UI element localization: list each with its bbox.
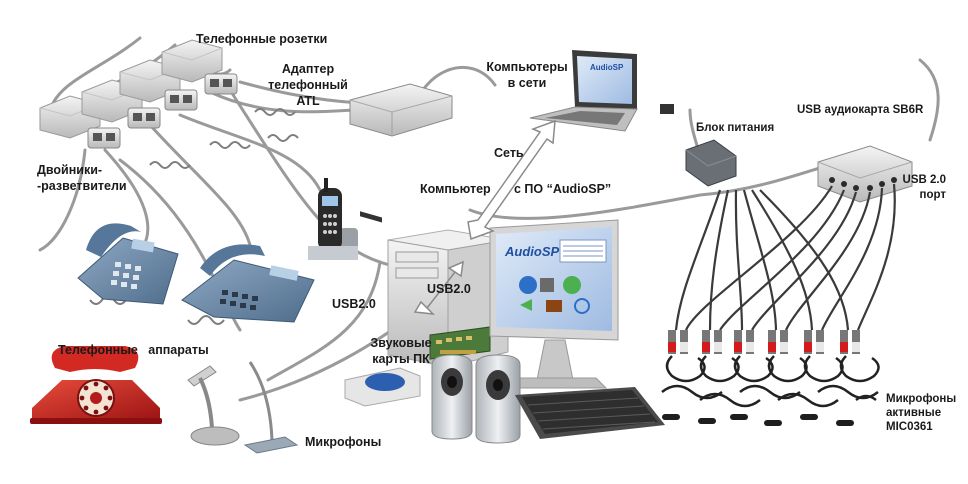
label-soundcards-line2: карты ПК — [372, 352, 430, 366]
double-arrow-icon — [467, 119, 556, 241]
splitter-icon — [87, 73, 238, 149]
label-active-mics-line1: Микрофоны — [886, 393, 957, 405]
label-computers-line2: в сети — [507, 76, 547, 90]
label-adapter-line2: телефонный — [268, 78, 348, 92]
laptop-icon: AudioSP — [529, 50, 638, 132]
monitor-icon: AudioSP — [489, 219, 619, 389]
label-computer-software: с ПО “AudioSP” — [514, 182, 612, 196]
active-microphone-icon — [662, 414, 854, 426]
label-usb-port-line2: порт — [919, 189, 946, 201]
speaker-icon — [475, 354, 521, 444]
cordless-phone-icon — [308, 178, 358, 260]
cord-coils — [89, 108, 299, 325]
label-usb-audio-card: USB аудиокарта SB6R — [797, 104, 924, 116]
rotary-phone-icon — [30, 346, 162, 424]
label-usb-port-line1: USB 2.0 — [902, 174, 946, 186]
label-network: Сеть — [494, 146, 524, 160]
label-microphones: Микрофоны — [305, 435, 382, 449]
double-arrow-icon — [413, 260, 464, 315]
label-telephone-sockets: Телефонные розетки — [196, 32, 328, 46]
rca-connector-icon — [668, 330, 860, 354]
microphone-icon — [187, 365, 240, 446]
power-supply-icon — [660, 104, 737, 187]
usb-audio-card-icon — [817, 145, 913, 203]
label-usb-left: USB2.0 — [332, 297, 376, 311]
svg-text:AudioSP: AudioSP — [590, 63, 624, 72]
label-active-mics-line2: активные — [886, 407, 942, 419]
label-soundcards-line1: Звуковые — [370, 336, 432, 350]
microphone-icon — [243, 361, 299, 454]
telephone-socket-icon — [39, 39, 223, 139]
label-computer: Компьютер — [420, 182, 491, 196]
mouse-icon — [344, 367, 421, 407]
keyboard-icon — [515, 387, 665, 439]
label-splitters-line2: -разветвители — [37, 179, 127, 193]
desk-phone-icon — [181, 244, 315, 323]
atl-adapter-icon — [349, 83, 453, 223]
label-usb-center: USB2.0 — [427, 282, 471, 296]
active-microphone-icon — [661, 355, 880, 408]
label-computers-line1: Компьютеры — [486, 60, 568, 74]
sound-card-icon — [429, 326, 491, 360]
cables — [38, 36, 940, 402]
screen-brand: AudioSP — [504, 244, 559, 259]
speaker-icon — [431, 354, 473, 440]
label-power-supply: Блок питания — [696, 122, 775, 134]
mic-cables — [674, 183, 896, 331]
label-splitters-line1: Двойники- — [37, 163, 103, 177]
label-active-mics-line3: MIC0361 — [886, 421, 933, 433]
label-adapter-line1: Адаптер — [281, 62, 335, 76]
label-telephones: Телефонные аппараты — [58, 343, 209, 357]
desk-phone-icon — [77, 223, 179, 305]
label-adapter-line3: ATL — [296, 94, 320, 108]
